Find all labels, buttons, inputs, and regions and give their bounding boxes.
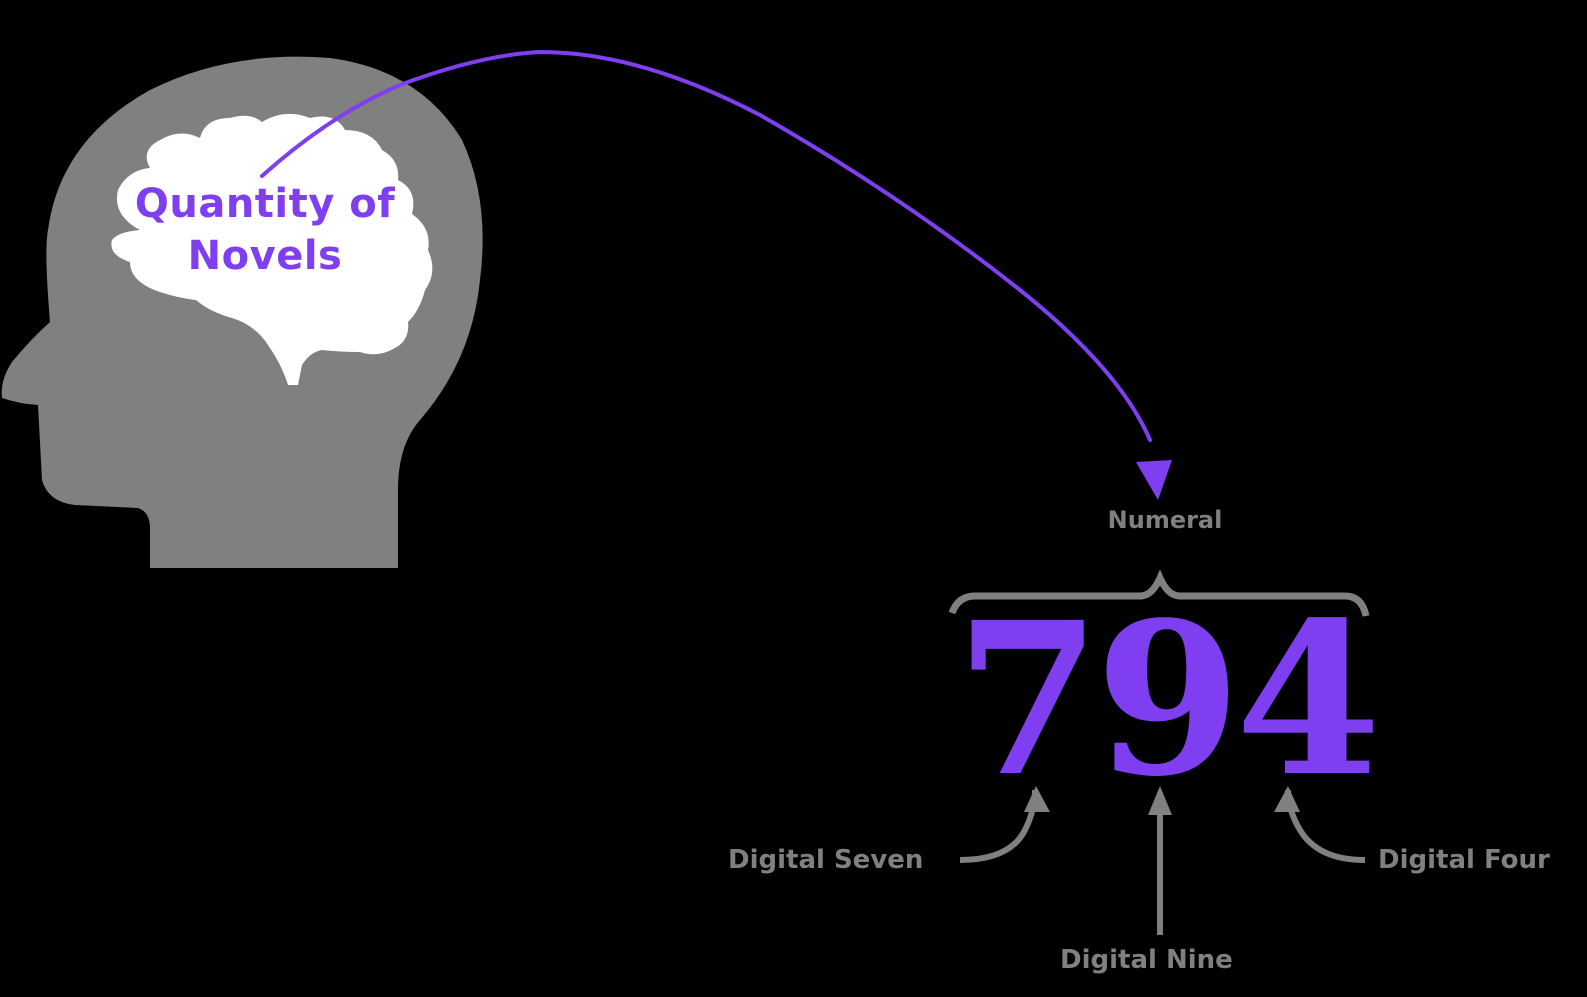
digit-label-seven: Digital Seven — [728, 845, 924, 875]
concept-label: Quantity of Novels — [120, 178, 410, 282]
brain-icon — [111, 113, 433, 385]
concept-line-2: Novels — [187, 233, 343, 279]
numeral-label: Numeral — [1107, 506, 1223, 534]
digit-label-four: Digital Four — [1378, 845, 1550, 875]
number-794: 794 — [955, 576, 1381, 823]
digit-label-nine: Digital Nine — [1060, 945, 1233, 975]
concept-line-1: Quantity of — [134, 181, 396, 227]
